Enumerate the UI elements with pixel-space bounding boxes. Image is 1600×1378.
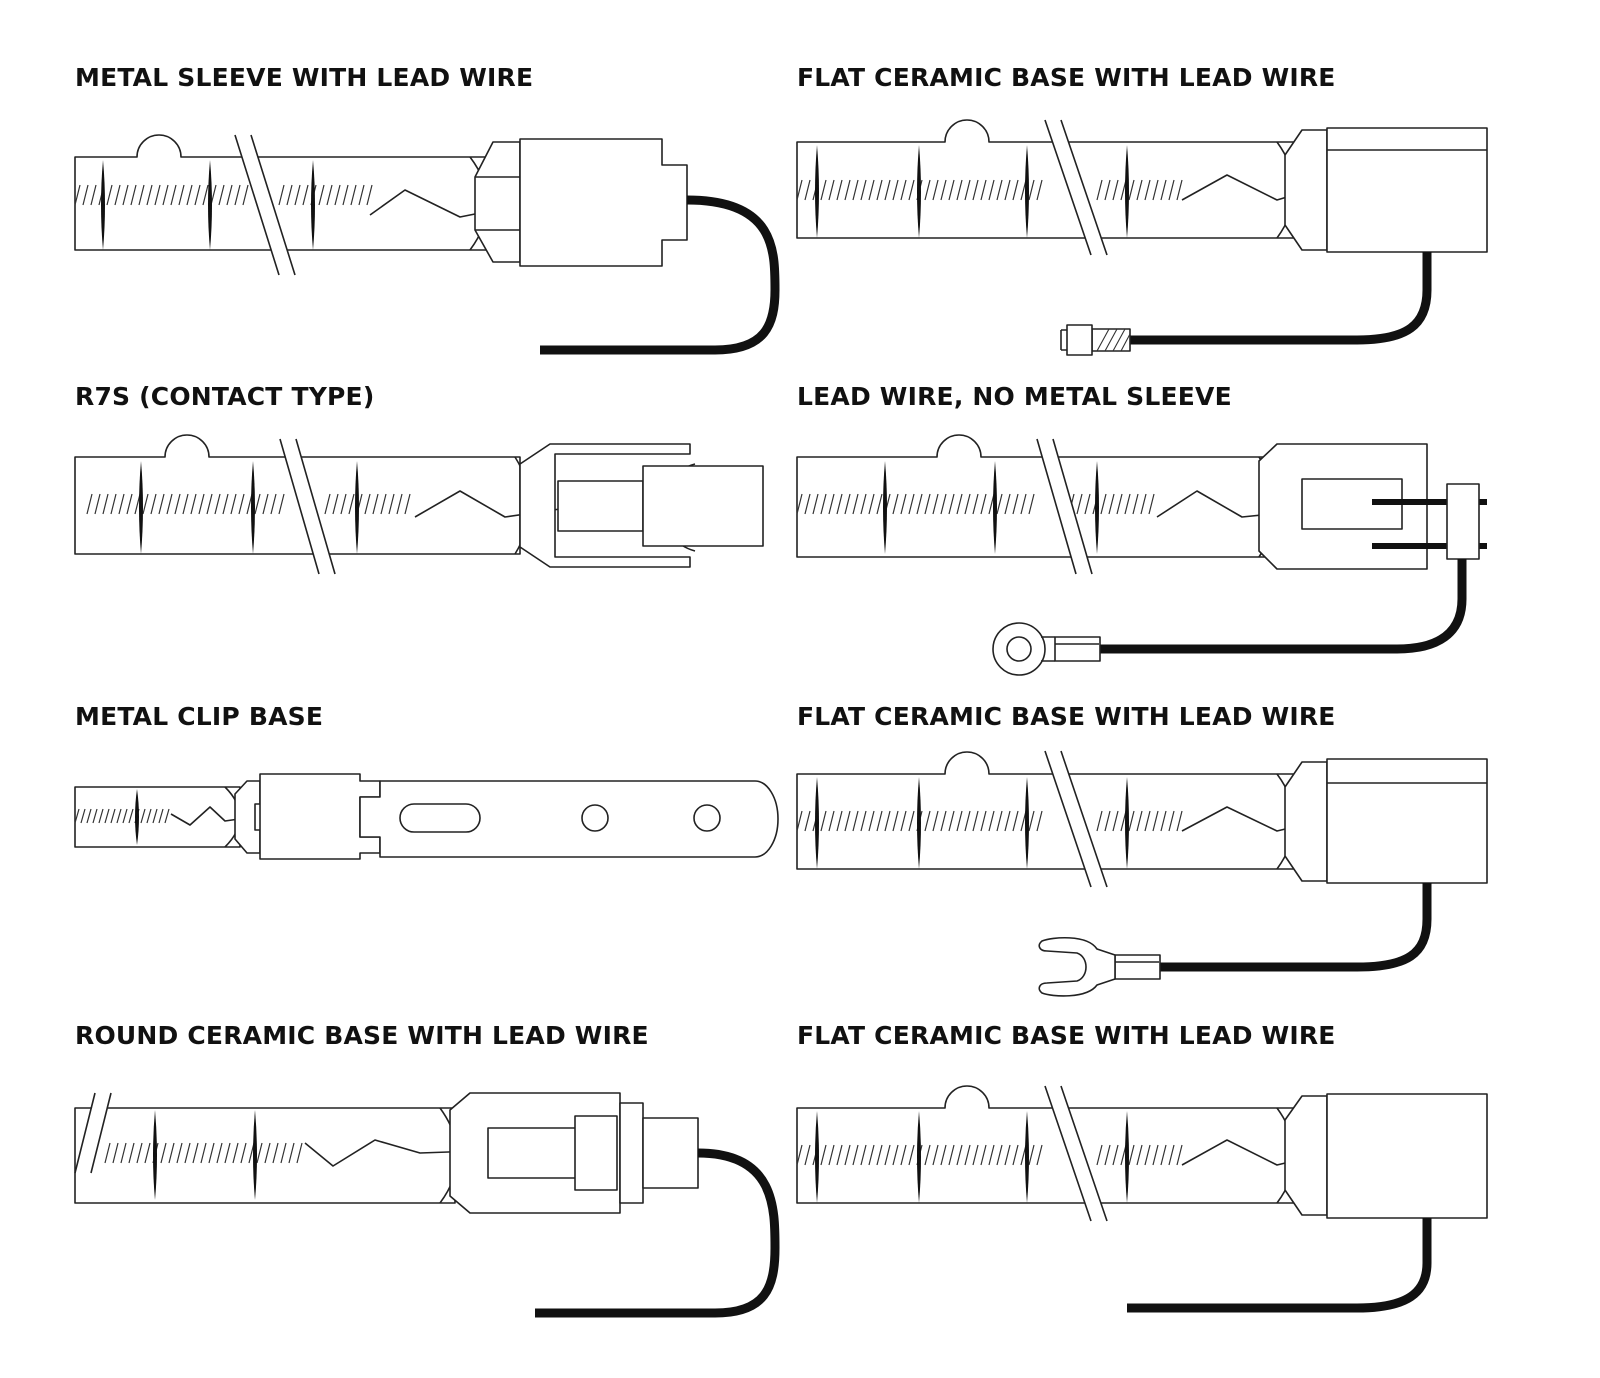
lead-wire xyxy=(1157,883,1432,972)
crimp-terminal xyxy=(1060,324,1131,356)
lead-wire xyxy=(535,1148,780,1318)
lead-wire xyxy=(1127,1218,1432,1313)
tube-break-marks xyxy=(1044,750,1108,888)
lamp-drawing xyxy=(74,773,779,860)
tungsten-filament xyxy=(104,1139,506,1167)
pinch-seal xyxy=(1284,129,1328,251)
pinch-seal xyxy=(1284,1095,1328,1216)
ceramic-holder xyxy=(519,443,691,568)
lamp-drawing xyxy=(796,750,1488,997)
diagram-title: ROUND CERAMIC BASE WITH LEAD WIRE xyxy=(75,1021,649,1050)
diagram-round-ceramic-lead-wire: ROUND CERAMIC BASE WITH LEAD WIRE xyxy=(74,1021,795,1318)
fork-terminal xyxy=(1038,937,1161,997)
diagram-title: METAL SLEEVE WITH LEAD WIRE xyxy=(75,63,534,92)
lead-wire xyxy=(1097,559,1467,654)
quartz-tube xyxy=(74,786,241,848)
diagram-flat-ceramic-fork-terminal: FLAT CERAMIC BASE WITH LEAD WIRE xyxy=(796,702,1517,997)
r7s-contact-cap xyxy=(642,463,764,552)
quartz-tube xyxy=(796,1085,1298,1204)
tube-break-marks xyxy=(74,1092,112,1174)
filament-supports xyxy=(815,145,1129,238)
round-ceramic-base xyxy=(574,1102,699,1204)
diagram-flat-ceramic-lead-wire: FLAT CERAMIC BASE WITH LEAD WIRE xyxy=(796,1021,1517,1313)
lamp-drawing xyxy=(796,119,1488,356)
ceramic-base xyxy=(1326,127,1488,253)
filament-supports xyxy=(815,1111,1129,1203)
diagram-title: METAL CLIP BASE xyxy=(75,702,324,731)
molybdenum-foil xyxy=(487,1127,579,1179)
metal-sleeve xyxy=(519,138,688,267)
lamp-drawing xyxy=(796,434,1487,676)
filament-supports xyxy=(153,1110,257,1200)
diagram-metal-sleeve-lead-wire: METAL SLEEVE WITH LEAD WIRE xyxy=(74,63,795,355)
tube-break-marks xyxy=(1036,438,1093,575)
diagram-title: LEAD WIRE, NO METAL SLEEVE xyxy=(797,382,1232,411)
diagram-title: FLAT CERAMIC BASE WITH LEAD WIRE xyxy=(797,63,1336,92)
diagram-title: FLAT CERAMIC BASE WITH LEAD WIRE xyxy=(797,702,1336,731)
tube-break-marks xyxy=(1044,1085,1108,1222)
metal-clip xyxy=(259,773,779,860)
filament-supports xyxy=(101,160,315,250)
tube-break-marks xyxy=(234,134,296,276)
lead-wire xyxy=(540,195,780,355)
quartz-tube xyxy=(796,119,1298,239)
diagram-metal-clip-base: METAL CLIP BASE xyxy=(74,702,795,860)
ring-terminal xyxy=(992,622,1101,676)
ceramic-base xyxy=(1326,1093,1488,1219)
molybdenum-foil xyxy=(557,480,644,532)
lamp-drawing xyxy=(796,1085,1488,1313)
ceramic-base xyxy=(1326,758,1488,884)
connector-pins xyxy=(1372,483,1487,560)
diagram-flat-ceramic-crimp-terminal: FLAT CERAMIC BASE WITH LEAD WIRE xyxy=(796,63,1517,356)
filament-supports xyxy=(883,461,1099,554)
tube-break-marks xyxy=(1044,119,1108,256)
diagram-r7s-contact-type: R7S (CONTACT TYPE) xyxy=(74,382,795,575)
filament-supports xyxy=(139,461,359,554)
lamp-drawing xyxy=(74,434,764,575)
quartz-tube xyxy=(74,1107,459,1204)
quartz-tube xyxy=(796,751,1298,870)
lead-wire xyxy=(1127,252,1432,345)
pinch-seal xyxy=(1284,761,1328,882)
lamp-drawing xyxy=(74,1092,780,1318)
filament-supports xyxy=(815,777,1129,869)
diagram-lead-wire-no-sleeve: LEAD WIRE, NO METAL SLEEVE xyxy=(796,382,1517,676)
tube-break-marks xyxy=(279,438,336,575)
diagram-title: FLAT CERAMIC BASE WITH LEAD WIRE xyxy=(797,1021,1336,1050)
lamp-drawing xyxy=(74,134,780,355)
diagram-title: R7S (CONTACT TYPE) xyxy=(75,382,375,411)
quartz-tube xyxy=(796,434,1277,558)
